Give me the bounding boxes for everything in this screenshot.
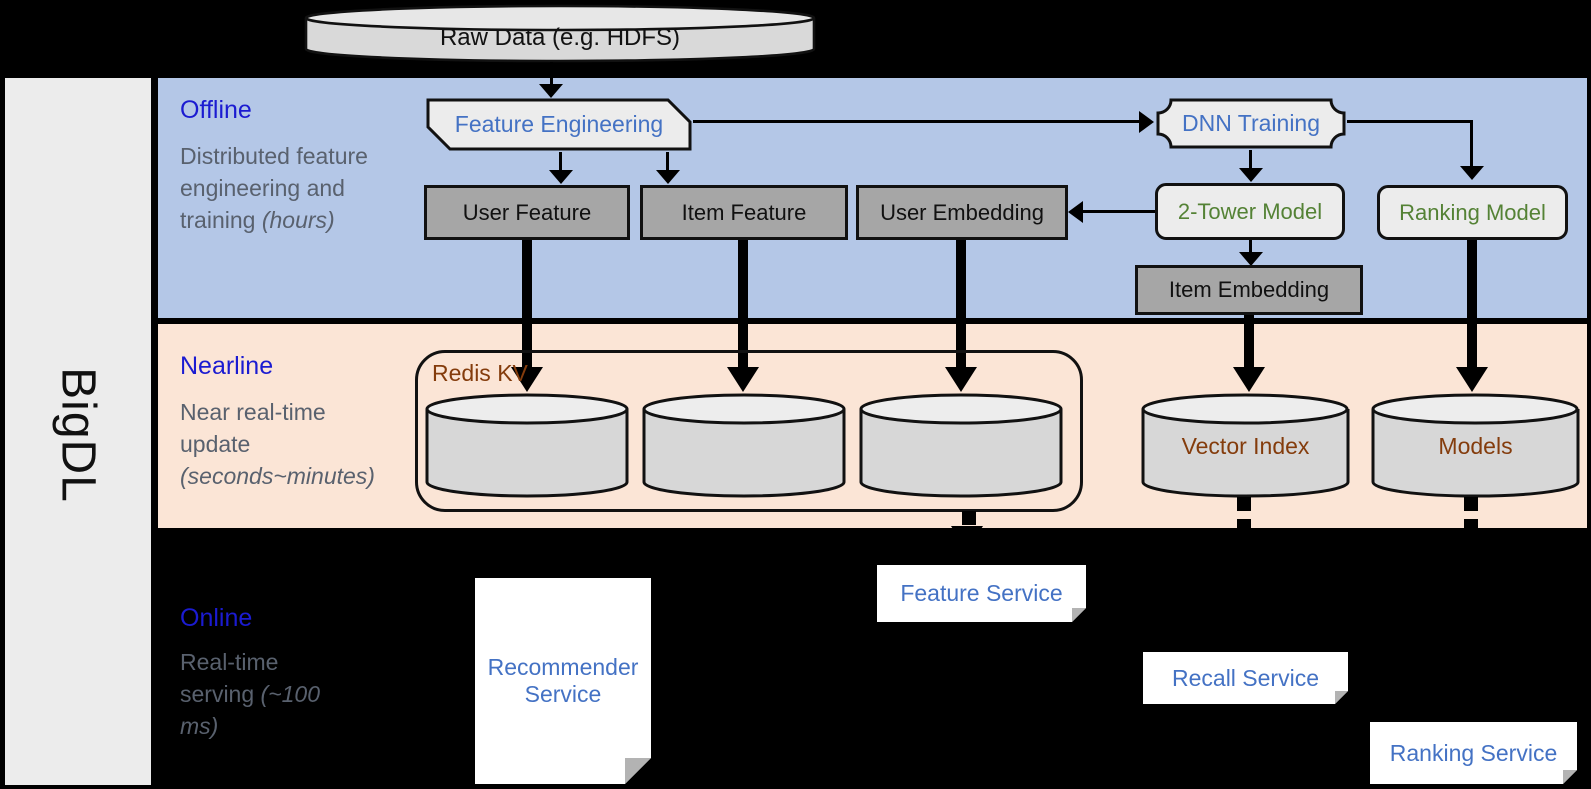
redis-cylinder-2 [641, 392, 847, 500]
feature-engineering-node: Feature Engineering [425, 97, 693, 152]
cylinder-shape [1371, 393, 1580, 498]
dashed-link-vectorindex [1237, 519, 1251, 533]
item-embedding-node: Item Embedding [1135, 265, 1363, 315]
item-feature-node: Item Feature [640, 185, 848, 240]
arrow-fe-to-itemfeature [666, 152, 669, 172]
recommender-service-node: Recommender Service [475, 578, 651, 784]
recommender-service-label: Recommender Service [487, 654, 639, 707]
arrow-fe-to-dnn [693, 120, 1140, 123]
arrowhead [549, 170, 573, 184]
brand-strip [5, 78, 151, 785]
arrowhead [1139, 111, 1154, 133]
two-tower-model-node: 2-Tower Model [1155, 183, 1345, 240]
models-store: Models [1370, 392, 1581, 500]
online-desc: Real-time serving (~100 ms) [180, 649, 321, 739]
arrowhead [1233, 367, 1265, 392]
recall-service-label: Recall Service [1172, 664, 1319, 691]
feature-engineering-label: Feature Engineering [454, 111, 664, 137]
arrow-twotower-to-userembedding [1082, 210, 1155, 213]
arrow-rankingmodel-to-models [1467, 240, 1477, 368]
arrow-rawdata-to-fe [550, 62, 553, 85]
arrowhead [1460, 166, 1484, 180]
arrowhead [727, 367, 759, 392]
dashed-link-redis-to-featureservice [962, 511, 976, 525]
arrow-itemfeature-to-redis [738, 240, 748, 368]
arrowhead [1068, 201, 1083, 223]
nearline-desc: Near real-time update (seconds~minutes) [180, 399, 375, 489]
cylinder-shape [1141, 393, 1350, 498]
ranking-model-node: Ranking Model [1377, 185, 1568, 240]
user-embedding-node: User Embedding [856, 185, 1068, 240]
redis-cylinder-3 [858, 392, 1064, 500]
arrowhead [945, 367, 977, 392]
ranking-service-node: Ranking Service [1370, 722, 1577, 784]
recall-service-node: Recall Service [1143, 652, 1348, 704]
redis-kv-label: Redis KV [432, 360, 528, 386]
cylinder-shape [859, 393, 1063, 498]
arrow-itemembedding-to-vectorindex [1244, 315, 1254, 368]
cylinder-shape [642, 393, 846, 498]
arrowhead [1239, 252, 1263, 266]
brand-logo: BigDL [51, 367, 105, 503]
dashed-link-models [1464, 519, 1478, 533]
plaque-shape [1156, 98, 1346, 149]
raw-data-store: Raw Data (e.g. HDFS) [303, 4, 817, 64]
ranking-service-label: Ranking Service [1389, 739, 1558, 766]
cylinder-shape [425, 393, 629, 498]
feature-service-node: Feature Service [877, 565, 1086, 622]
arrowhead [656, 170, 680, 184]
arrow-dnn-to-ranking [1347, 120, 1473, 123]
offline-desc: Distributed feature engineering and trai… [180, 143, 368, 233]
arrowhead [1456, 367, 1488, 392]
redis-kv-container [415, 350, 1083, 512]
arrow-dnn-to-twotower [1249, 150, 1252, 170]
snip-rect-shape [426, 98, 692, 151]
dashed-link-vectorindex [1237, 497, 1251, 511]
vector-index-store: Vector Index [1140, 392, 1351, 500]
arrowhead [951, 526, 983, 551]
raw-data-label: Raw Data (e.g. HDFS) [439, 24, 681, 51]
arrowhead [1239, 168, 1263, 182]
dashed-link-models [1464, 497, 1478, 511]
arrow-twotower-to-itemembedding [1249, 240, 1252, 254]
cylinder-shape [304, 4, 816, 63]
arrow-fe-to-userfeature [559, 152, 562, 172]
dnn-training-label: DNN Training [1181, 110, 1321, 136]
online-title: Online [180, 604, 253, 632]
vector-index-label: Vector Index [1181, 433, 1310, 460]
arrow-userembedding-to-redis [956, 240, 966, 368]
redis-cylinder-1 [424, 392, 630, 500]
arrow-dnn-to-ranking-drop [1470, 120, 1473, 167]
arrowhead [539, 84, 563, 98]
arrowhead [511, 367, 543, 392]
arrow-userfeature-to-redis [522, 240, 532, 368]
dnn-training-node: DNN Training [1155, 97, 1347, 150]
user-feature-node: User Feature [424, 185, 630, 240]
offline-title: Offline [180, 96, 252, 124]
feature-service-label: Feature Service [900, 580, 1063, 606]
models-label: Models [1438, 433, 1513, 460]
nearline-title: Nearline [180, 352, 274, 380]
